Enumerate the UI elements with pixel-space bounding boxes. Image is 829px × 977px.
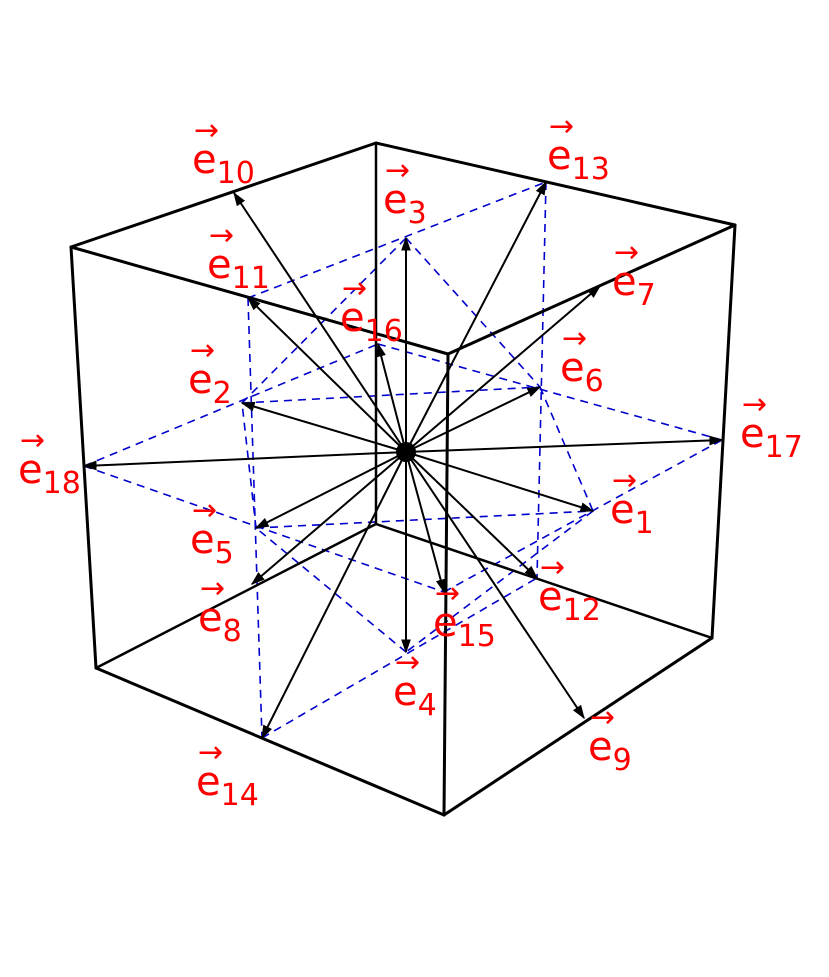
label-e3: e3 [383, 156, 427, 231]
cube-edge-bottom_front-bottom_right [442, 636, 714, 817]
dashed-guide-e3-e6 [405, 237, 541, 388]
label-e18: e18 [18, 426, 81, 501]
vector-arrow-glyph-icon: e [192, 116, 219, 180]
dashed-guide-e15-e17 [443, 439, 723, 593]
label-subscript: 10 [216, 156, 255, 191]
vector-e1-arrow [405, 451, 595, 512]
label-subscript: 3 [407, 196, 427, 231]
cube-edges [69, 141, 737, 817]
dashed-guide-e1-e4 [405, 510, 594, 653]
label-e15: e15 [433, 579, 496, 654]
label-e12: e12 [538, 553, 601, 628]
vector-e5-arrow [254, 451, 407, 529]
vector-arrow-glyph-icon: e [393, 648, 420, 712]
label-e14: e14 [196, 738, 259, 813]
vector-e17-arrow [405, 435, 724, 453]
vector-arrow-glyph-icon: e [188, 336, 215, 400]
vector-arrow-glyph-icon: e [18, 426, 45, 490]
dashed-guide-e6-e1 [539, 386, 594, 512]
center-node [396, 442, 416, 462]
vector-arrow-glyph-icon: e [383, 156, 410, 220]
dashed-guide-e18-e15 [83, 465, 445, 593]
label-e10: e10 [192, 116, 255, 191]
vector-e14-arrow [261, 451, 407, 740]
cube-edge-bottom_left-bottom_front [94, 666, 446, 817]
vector-e6-arrow [405, 386, 542, 453]
label-e6: e6 [560, 324, 604, 399]
label-e16: e16 [340, 274, 403, 349]
vector-e7-arrow [405, 285, 602, 453]
vector-arrow-glyph-icon: e [612, 238, 639, 302]
label-subscript: 8 [222, 614, 242, 649]
label-subscript: 18 [42, 466, 81, 501]
velocity-vectors [82, 180, 724, 740]
cube-edge-top_left-bottom_left [69, 245, 98, 670]
cube-edge-top_left-top_back [69, 141, 378, 249]
label-e7: e7 [612, 238, 656, 313]
vector-e2-arrow [240, 401, 407, 453]
dashed-guide-e5-e2 [241, 402, 257, 529]
label-subscript: 16 [364, 314, 403, 349]
vector-e10-arrow [233, 191, 407, 453]
vector-e8-arrow [250, 451, 407, 585]
vector-arrow-glyph-icon: e [198, 574, 225, 638]
vector-e12-arrow [405, 451, 539, 579]
vector-e18-arrow [82, 451, 407, 471]
label-subscript: 5 [214, 536, 234, 571]
cube-edge-top_back-top_right [374, 141, 737, 227]
dashed-guide-e4-e5 [255, 527, 407, 653]
vector-e13-arrow [405, 180, 547, 453]
label-e5: e5 [190, 496, 234, 571]
label-e11: e11 [207, 221, 270, 296]
vector-arrow-glyph-icon: e [340, 274, 367, 338]
vector-arrow-glyph-icon: e [207, 221, 234, 285]
vector-arrow-glyph-icon: e [190, 496, 217, 560]
vector-e9-arrow [405, 451, 585, 720]
vector-arrow-glyph-icon: e [588, 703, 615, 767]
label-subscript: 9 [612, 743, 632, 778]
label-subscript: 17 [764, 430, 803, 465]
vector-arrow-glyph-icon: e [610, 466, 637, 530]
label-subscript: 6 [584, 364, 604, 399]
cube-edge-top_right-bottom_right [710, 223, 737, 640]
label-e13: e13 [547, 112, 610, 187]
label-e1: e1 [610, 466, 654, 541]
dashed-guide-e2-e6 [241, 386, 541, 404]
label-subscript: 4 [417, 688, 437, 723]
dashed-guide-e11-e13 [247, 181, 547, 299]
vector-e15-arrow [405, 451, 446, 594]
dashed-guide-e18-e16 [83, 343, 379, 467]
label-subscript: 15 [457, 619, 496, 654]
dashed-guide-e16-e17 [377, 343, 723, 441]
dashed-guide-e11-e14 [247, 297, 263, 739]
vector-arrow-glyph-icon: e [433, 579, 460, 643]
label-e17: e17 [740, 390, 803, 465]
vector-e11-arrow [246, 297, 407, 453]
dashed-guide-e13-e12 [536, 181, 547, 579]
vector-arrow-glyph-icon: e [196, 738, 223, 802]
vector-arrow-glyph-icon: e [740, 390, 767, 454]
label-e2: e2 [188, 336, 232, 411]
label-subscript: 7 [636, 278, 656, 313]
label-subscript: 11 [231, 261, 270, 296]
vector-arrow-glyph-icon: e [560, 324, 587, 388]
label-subscript: 1 [634, 506, 654, 541]
dashed-guide-e2-e3 [241, 237, 407, 404]
label-e9: e9 [588, 703, 632, 778]
label-subscript: 12 [562, 593, 601, 628]
label-e4: e4 [393, 648, 437, 723]
label-subscript: 2 [212, 376, 232, 411]
vector-arrow-glyph-icon: e [547, 112, 574, 176]
vector-e16-arrow [376, 342, 407, 453]
vector-arrow-glyph-icon: e [538, 553, 565, 617]
label-subscript: 14 [220, 778, 259, 813]
label-subscript: 13 [571, 152, 610, 187]
label-e8: e8 [198, 574, 242, 649]
cube-edge-bottom_back-bottom_left [94, 522, 378, 670]
